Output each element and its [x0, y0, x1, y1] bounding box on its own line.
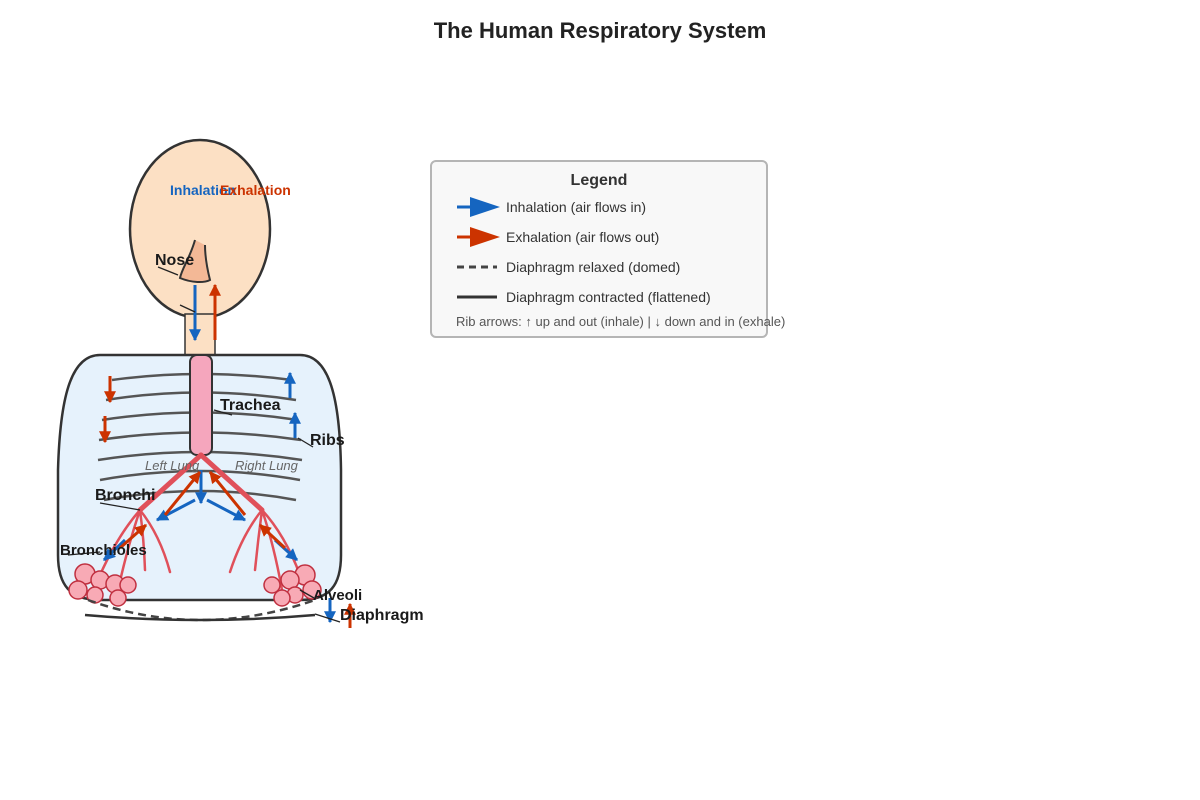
bronchiole: [98, 508, 142, 577]
dashed-line-icon: [457, 265, 497, 269]
right-bronchus: [198, 452, 265, 513]
nose-shape: [178, 239, 212, 284]
exhalation-label: Exhalation: [220, 182, 291, 198]
bronchiole-inhale-arrow: [102, 538, 127, 562]
bronchiole-exhale-arrow: [258, 523, 287, 550]
left-bronchus: [137, 452, 204, 513]
legend-text: Diaphragm relaxed (domed): [506, 259, 681, 275]
diaphragm-contracted: [84, 613, 316, 622]
alveolus: [68, 580, 88, 600]
red-arrow-icon: [457, 227, 500, 247]
legend-text: Inhalation (air flows in): [506, 199, 647, 215]
nose-leader-2: [179, 304, 196, 313]
nose-leader: [157, 266, 179, 276]
alveolus: [119, 576, 137, 594]
blue-arrow-icon: [457, 197, 500, 217]
bronchiole: [228, 508, 264, 574]
solid-line-icon: [457, 295, 497, 299]
bronchi-leader: [99, 502, 141, 511]
nose-label: Nose: [155, 252, 194, 269]
left-lung-label: Left Lung: [145, 458, 200, 473]
bronchiole: [138, 508, 172, 574]
alveoli-right: [263, 564, 322, 607]
head: [128, 138, 272, 320]
alveoli-leader: [299, 589, 315, 599]
alveoli-label: Alveoli: [313, 587, 362, 604]
bronchus-exhale-arrow: [208, 471, 247, 516]
diaphragm-label: Diaphragm: [340, 607, 424, 624]
diaphragm-leader: [314, 613, 341, 623]
alveoli-left: [68, 563, 137, 607]
bronchiole: [138, 508, 147, 572]
legend-title: Legend: [570, 172, 628, 189]
neck: [184, 313, 216, 357]
alveolus: [280, 570, 300, 590]
bronchus-exhale-arrow: [163, 471, 202, 516]
bronchus-inhale-arrow: [206, 498, 247, 522]
leader-lines: [67, 266, 341, 623]
ribs-leader: [297, 437, 314, 448]
bronchioles-leader: [67, 551, 101, 556]
diaphragm-relaxed: [87, 598, 316, 622]
bronchioles-label: Bronchioles: [60, 542, 147, 559]
trachea: [189, 354, 213, 456]
page-title: The Human Respiratory System: [433, 18, 767, 43]
ribs-label: Ribs: [310, 432, 345, 449]
legend-note: Rib arrows: ↑ up and out (inhale) | ↓ do…: [456, 314, 786, 329]
legend-box: Legend Inhalation (air flows in) Exhalat…: [430, 160, 785, 338]
trachea-leader: [213, 409, 233, 416]
exhalation-arrows: [99, 283, 356, 628]
bronchi-label: Bronchi: [95, 487, 155, 504]
bronchiole: [253, 508, 264, 572]
alveolus: [273, 589, 291, 607]
right-lung-label: Right Lung: [235, 458, 299, 473]
trachea-label: Trachea: [220, 397, 281, 414]
bronchiole-exhale-arrow: [119, 523, 147, 550]
alveolus: [109, 589, 127, 607]
inhalation-label: Inhalation: [170, 182, 236, 198]
legend-text: Diaphragm contracted (flattened): [506, 289, 711, 305]
legend-text: Exhalation (air flows out): [506, 229, 660, 245]
inhalation-arrows: [102, 285, 336, 624]
bronchus-inhale-arrow: [155, 498, 196, 522]
alveolus: [263, 576, 281, 594]
